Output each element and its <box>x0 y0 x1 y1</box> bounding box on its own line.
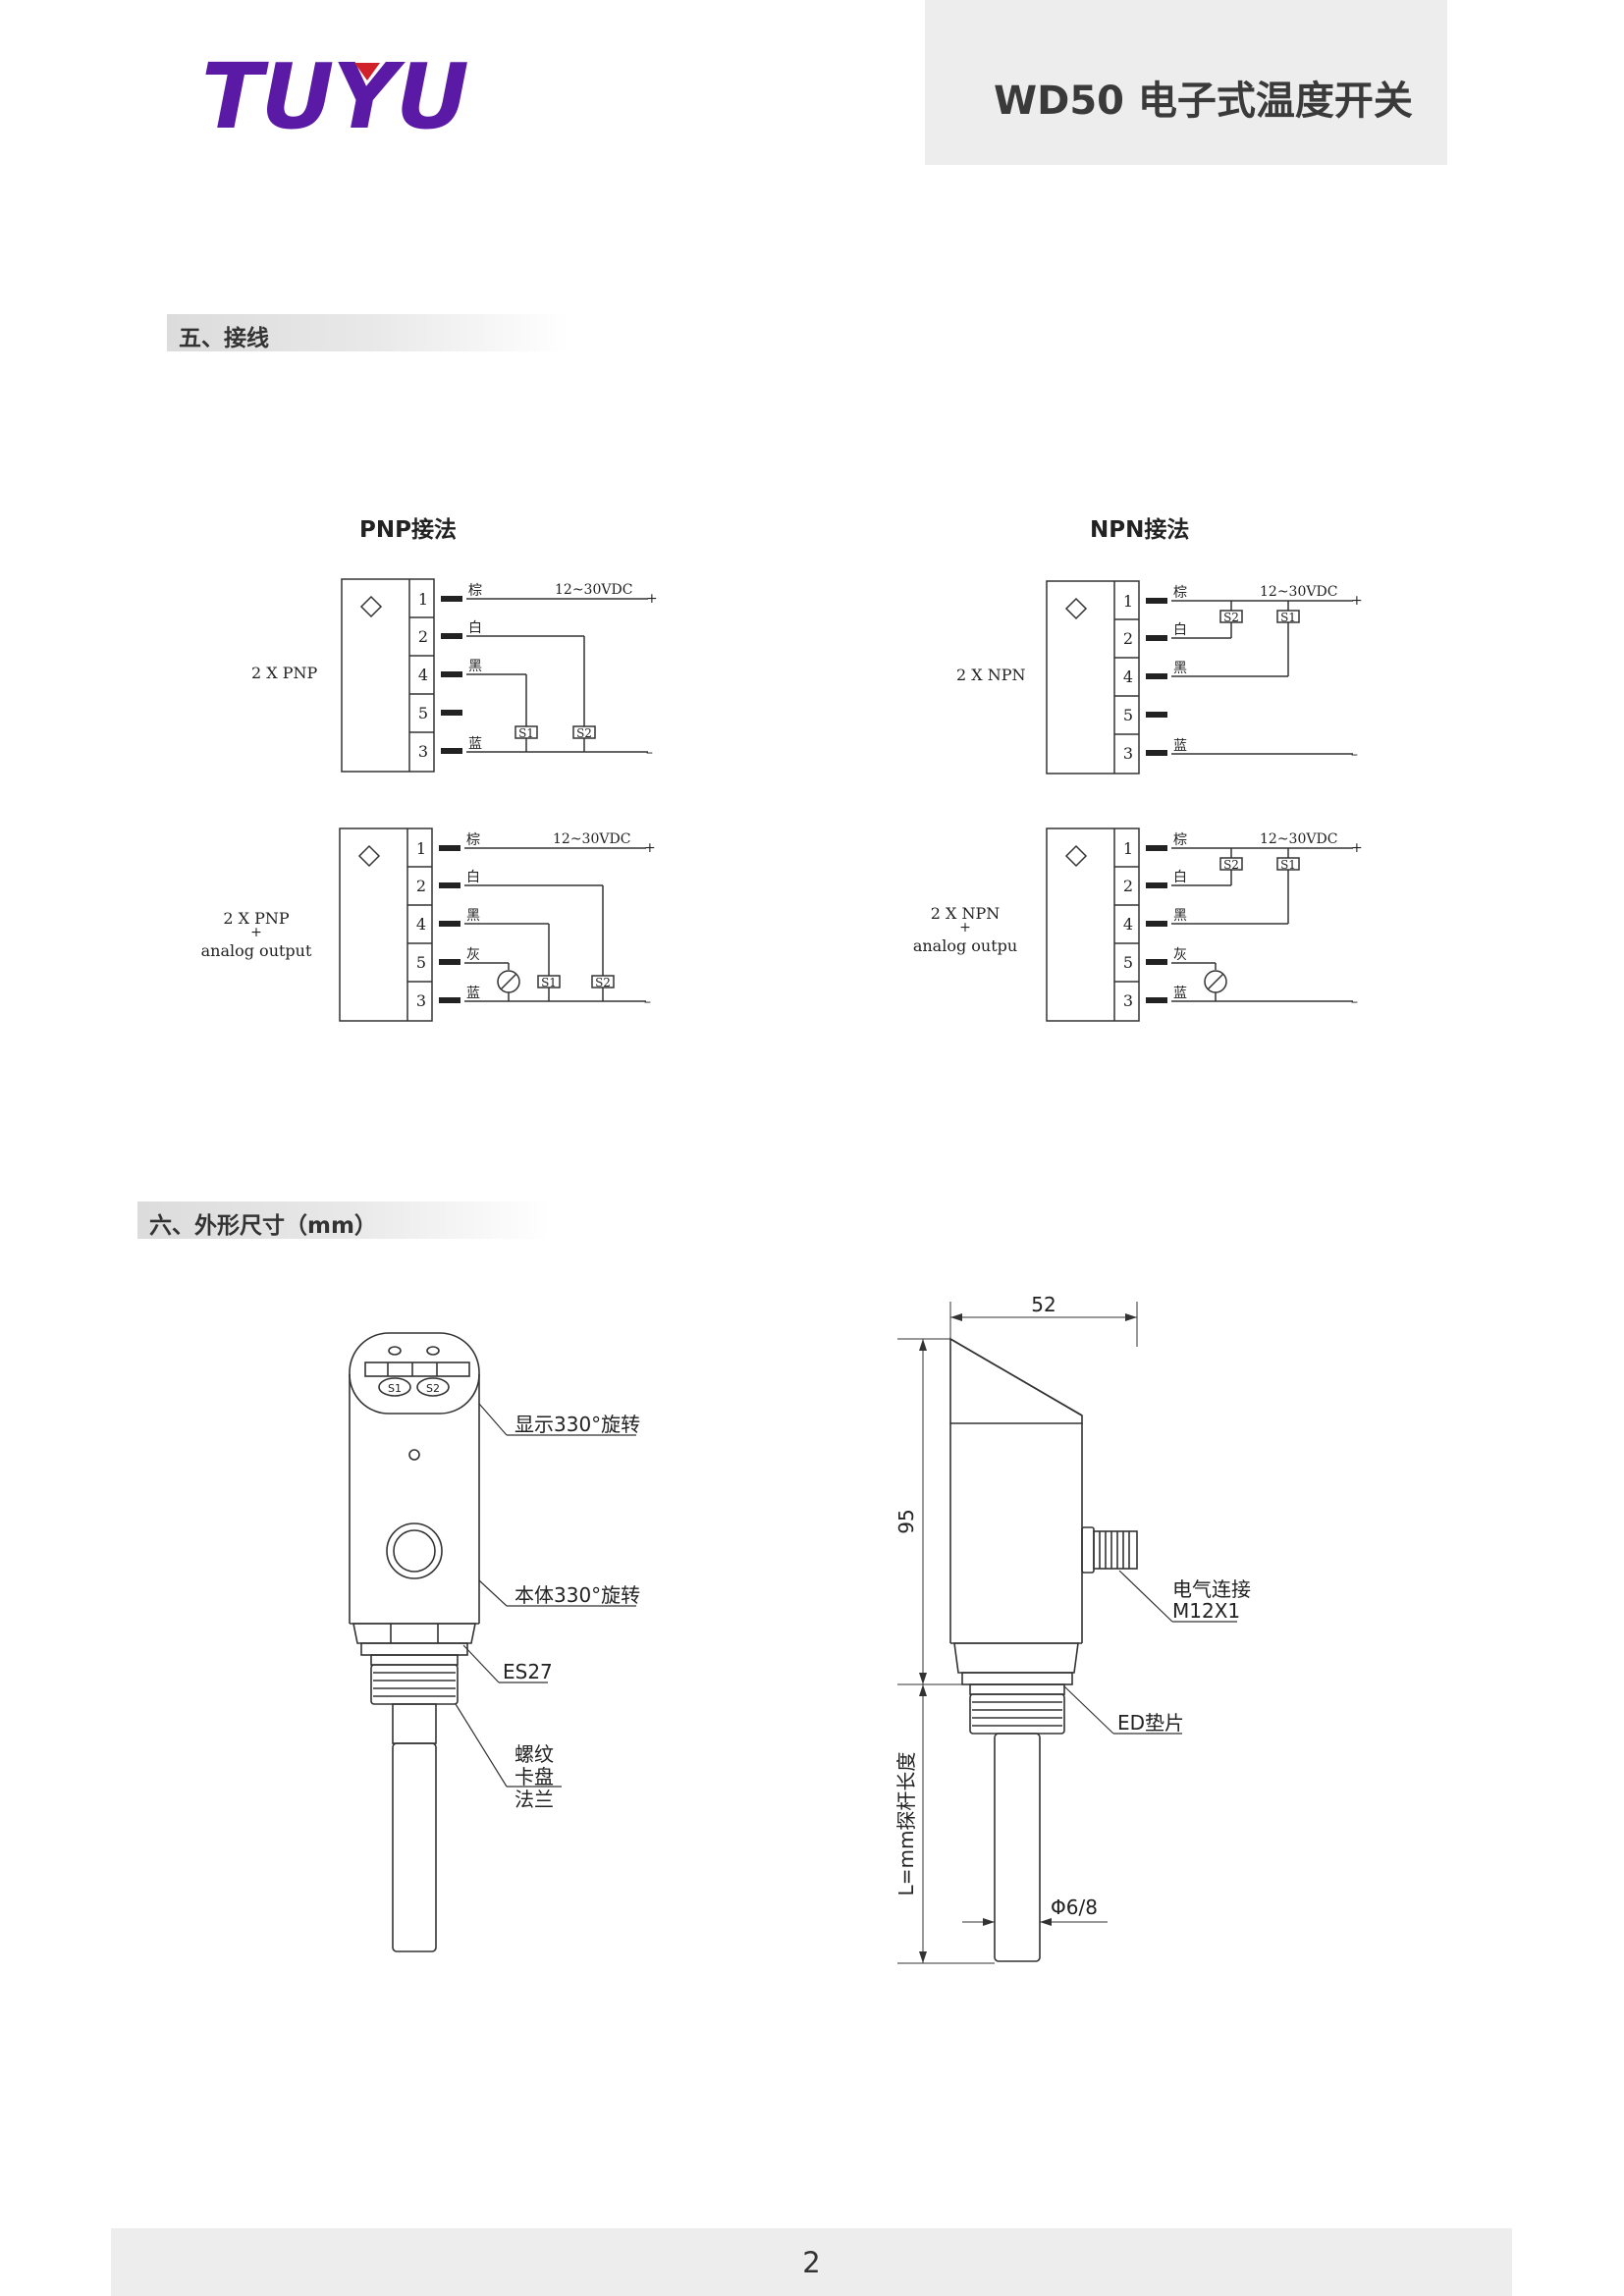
switch-s2: S2 <box>576 726 592 740</box>
npn-title: NPN接法 <box>1090 517 1190 543</box>
front-view-drawing: S1 S2 显示330°旋转 本体330°旋转 ES27 螺纹 卡盘 法兰 <box>349 1332 640 1952</box>
pin-4: 4 <box>1123 915 1133 934</box>
pin-4: 4 <box>416 915 426 934</box>
pin-5: 5 <box>418 704 428 722</box>
npn-analog-label-3: analog outpu <box>913 936 1017 955</box>
switch-s1: S1 <box>541 976 557 989</box>
wire-brown: 棕 <box>466 832 480 848</box>
pin-1: 1 <box>1123 839 1133 858</box>
label-thread-2: 卡盘 <box>514 1765 554 1789</box>
pin-1: 1 <box>1123 592 1133 611</box>
pin-5: 5 <box>1123 706 1133 724</box>
wire-brown: 棕 <box>468 583 482 599</box>
wire-blue: 蓝 <box>1173 986 1187 1001</box>
pin-3: 3 <box>418 742 428 761</box>
supply-voltage: 12~30VDC <box>1260 831 1337 847</box>
pnp-analog-wiring-diagram: 1 2 4 5 3 棕 白 黑 灰 蓝 12~30VDC + – S1 S2 2… <box>201 828 656 1022</box>
tuyu-logo: TUYU <box>201 44 469 141</box>
wire-gray: 灰 <box>1173 947 1187 963</box>
switch-s2: S2 <box>595 976 611 989</box>
npn-analog-wiring-diagram: 1 2 4 5 3 棕 白 黑 灰 蓝 12~30VDC + – S2 S1 2… <box>913 828 1363 1022</box>
switch-s2: S2 <box>1223 858 1239 872</box>
wire-brown: 棕 <box>1173 585 1187 601</box>
label-connector-2: M12X1 <box>1172 1599 1240 1623</box>
pnp-title: PNP接法 <box>359 517 457 543</box>
pin-5: 5 <box>1123 953 1133 972</box>
dim-width: 52 <box>1031 1293 1056 1316</box>
page-number: 2 <box>802 2246 821 2279</box>
section-header-dimensions: 六、外形尺寸（mm） <box>137 1201 550 1239</box>
wire-black: 黑 <box>1173 908 1187 924</box>
wire-gray: 灰 <box>466 947 480 963</box>
wire-white: 白 <box>468 620 482 636</box>
plus-sign: + <box>644 840 656 856</box>
wire-white: 白 <box>466 870 480 885</box>
supply-voltage: 12~30VDC <box>553 831 630 847</box>
label-connector-1: 电气连接 <box>1172 1577 1251 1601</box>
pin-2: 2 <box>1123 629 1133 648</box>
pin-4: 4 <box>418 666 428 684</box>
npn-analog-label-1: 2 X NPN <box>931 904 1001 923</box>
wire-black: 黑 <box>1173 661 1187 676</box>
label-gasket: ED垫片 <box>1117 1711 1184 1735</box>
doc-title: WD50 电子式温度开关 <box>994 79 1413 124</box>
section-header-wiring: 五、接线 <box>167 314 569 351</box>
title-box <box>925 0 1447 165</box>
dim-probe-length: L=mm探杆长度 <box>894 1752 918 1896</box>
pnp-analog-label-1: 2 X PNP <box>223 909 290 928</box>
switch-s2: S2 <box>1223 611 1239 624</box>
pnp-wiring-diagram: 1 2 4 5 3 棕 白 黑 蓝 12~30VDC + – S1 S2 2 X… <box>251 578 658 773</box>
label-es27: ES27 <box>503 1660 553 1683</box>
pnp-label: 2 X PNP <box>251 664 318 682</box>
pin-3: 3 <box>416 991 426 1010</box>
label-display-rotation: 显示330°旋转 <box>514 1413 640 1436</box>
wire-black: 黑 <box>468 659 482 674</box>
plus-sign: + <box>646 591 658 607</box>
section-title: 五、接线 <box>179 326 269 351</box>
switch-s1: S1 <box>1280 611 1296 624</box>
dim-probe-diameter: Φ6/8 <box>1051 1896 1098 1919</box>
supply-voltage: 12~30VDC <box>555 582 632 598</box>
wire-blue: 蓝 <box>466 986 480 1001</box>
footer-bar: 2 <box>111 2228 1512 2296</box>
switch-s1: S1 <box>1280 858 1296 872</box>
pin-4: 4 <box>1123 667 1133 686</box>
minus-sign: – <box>1351 747 1358 763</box>
wire-white: 白 <box>1173 870 1187 885</box>
plus-sign: + <box>1351 840 1363 856</box>
npn-wiring-diagram: 1 2 4 5 3 棕 白 黑 蓝 12~30VDC + – S2 S1 2 X… <box>956 580 1363 774</box>
label-body-rotation: 本体330°旋转 <box>514 1583 640 1607</box>
label-thread-3: 法兰 <box>514 1788 554 1811</box>
pin-1: 1 <box>416 839 426 858</box>
npn-analog-label-2: + <box>959 920 971 935</box>
pnp-analog-label-3: analog output <box>201 941 312 960</box>
wire-blue: 蓝 <box>468 736 482 752</box>
minus-sign: – <box>644 994 651 1010</box>
pin-2: 2 <box>416 877 426 895</box>
wire-brown: 棕 <box>1173 832 1187 848</box>
face-s1: S1 <box>388 1382 402 1395</box>
npn-label: 2 X NPN <box>956 666 1026 684</box>
label-thread-1: 螺纹 <box>514 1742 554 1766</box>
side-view-drawing: 52 95 L=mm探杆长度 Φ6/8 电气连接 M12X1 ED垫片 <box>894 1293 1251 1964</box>
supply-voltage: 12~30VDC <box>1260 584 1337 600</box>
pin-2: 2 <box>1123 877 1133 895</box>
svg-text:TUYU: TUYU <box>201 44 467 141</box>
switch-s1: S1 <box>518 726 534 740</box>
minus-sign: – <box>1351 994 1358 1010</box>
pin-3: 3 <box>1123 744 1133 763</box>
wire-white: 白 <box>1173 622 1187 638</box>
face-s2: S2 <box>426 1382 440 1395</box>
plus-sign: + <box>1351 593 1363 609</box>
section-title: 六、外形尺寸（mm） <box>149 1213 377 1239</box>
wire-black: 黑 <box>466 908 480 924</box>
pin-5: 5 <box>416 953 426 972</box>
minus-sign: – <box>646 745 653 761</box>
wire-blue: 蓝 <box>1173 738 1187 754</box>
pnp-analog-label-2: + <box>250 925 262 940</box>
pin-2: 2 <box>418 627 428 646</box>
pin-3: 3 <box>1123 991 1133 1010</box>
pin-1: 1 <box>418 590 428 609</box>
dim-height: 95 <box>894 1509 918 1533</box>
